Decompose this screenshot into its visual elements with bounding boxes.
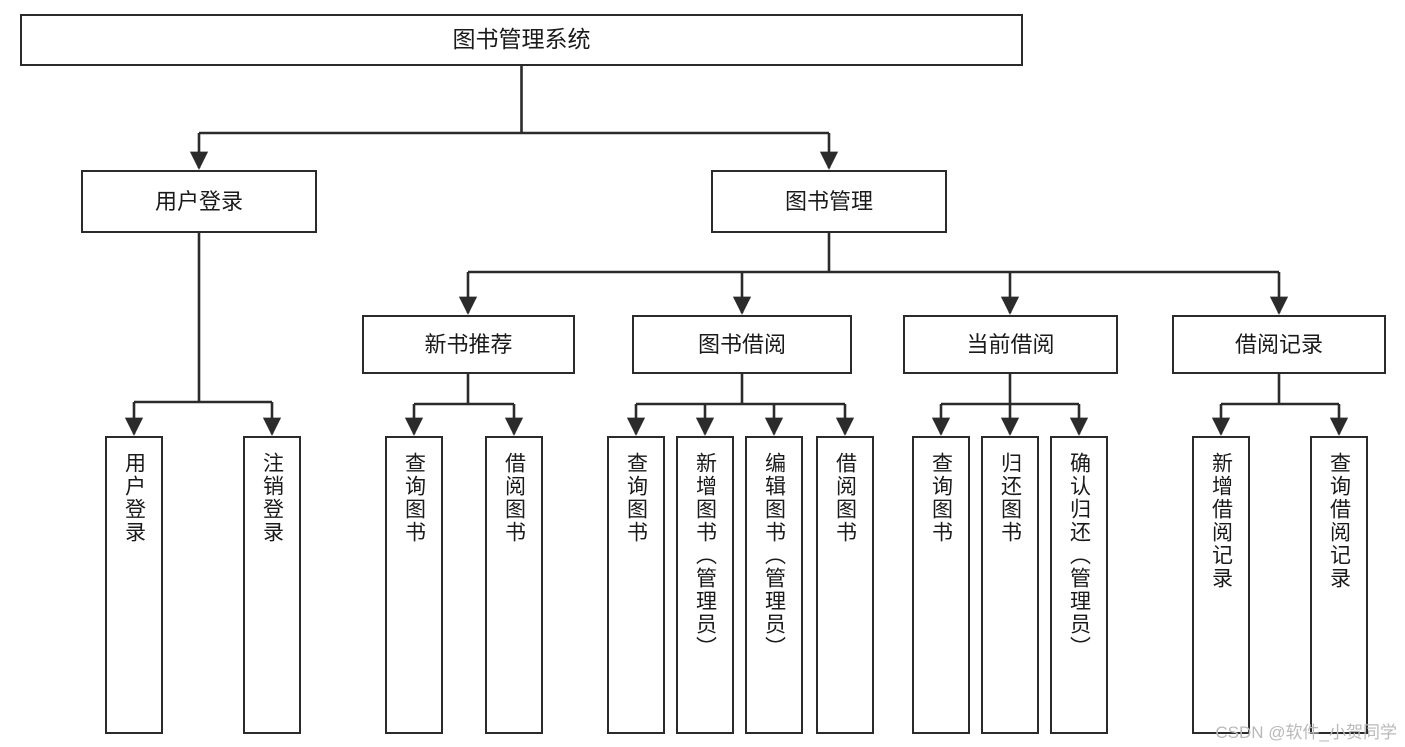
node-label: 归还图书 bbox=[998, 452, 1022, 544]
node-label: 查询图书 bbox=[624, 452, 648, 544]
leaf-borrow-edit-book-admin[interactable]: 编辑图书（管理员） bbox=[745, 436, 803, 734]
node-book-borrow[interactable]: 图书借阅 bbox=[632, 315, 852, 374]
leaf-recommend-borrow-book[interactable]: 借阅图书 bbox=[485, 436, 543, 734]
node-label: 查询借阅记录 bbox=[1327, 452, 1351, 590]
node-label: 注销登录 bbox=[260, 452, 284, 544]
leaf-current-confirm-return-admin[interactable]: 确认归还（管理员） bbox=[1050, 436, 1108, 734]
node-label: 用户登录 bbox=[122, 452, 146, 544]
leaf-user-login-logout[interactable]: 注销登录 bbox=[243, 436, 301, 734]
node-borrow-record[interactable]: 借阅记录 bbox=[1172, 315, 1386, 374]
node-book-management[interactable]: 图书管理 bbox=[711, 170, 947, 233]
leaf-record-query-record[interactable]: 查询借阅记录 bbox=[1310, 436, 1368, 734]
node-new-book-recommend[interactable]: 新书推荐 bbox=[362, 315, 575, 374]
node-label: 借阅图书 bbox=[502, 452, 526, 544]
leaf-borrow-borrow-book[interactable]: 借阅图书 bbox=[816, 436, 874, 734]
csdn-watermark: CSDN @软件_小贺同学 bbox=[1215, 723, 1397, 742]
node-label: 借阅记录 bbox=[1234, 331, 1323, 357]
node-label: 确认归还（管理员） bbox=[1067, 452, 1091, 659]
node-label: 查询图书 bbox=[402, 452, 426, 544]
leaf-current-return-book[interactable]: 归还图书 bbox=[981, 436, 1039, 734]
node-label: 新增图书（管理员） bbox=[693, 452, 717, 659]
node-label: 借阅图书 bbox=[833, 452, 857, 544]
leaf-user-login-login[interactable]: 用户登录 bbox=[105, 436, 163, 734]
node-user-login[interactable]: 用户登录 bbox=[81, 170, 317, 233]
node-current-borrow[interactable]: 当前借阅 bbox=[903, 315, 1118, 374]
node-label: 图书管理系统 bbox=[452, 26, 591, 53]
leaf-recommend-query-book[interactable]: 查询图书 bbox=[385, 436, 443, 734]
node-label: 查询图书 bbox=[929, 452, 953, 544]
node-label: 新书推荐 bbox=[424, 331, 513, 357]
node-label: 图书管理 bbox=[784, 188, 873, 214]
node-label: 当前借阅 bbox=[966, 331, 1055, 357]
node-label: 图书借阅 bbox=[697, 331, 786, 357]
leaf-borrow-add-book-admin[interactable]: 新增图书（管理员） bbox=[676, 436, 734, 734]
leaf-borrow-query-book[interactable]: 查询图书 bbox=[607, 436, 665, 734]
node-label: 用户登录 bbox=[154, 188, 243, 214]
node-label: 新增借阅记录 bbox=[1209, 452, 1233, 590]
node-label: 编辑图书（管理员） bbox=[762, 452, 786, 659]
leaf-current-query-book[interactable]: 查询图书 bbox=[912, 436, 970, 734]
leaf-record-add-record[interactable]: 新增借阅记录 bbox=[1192, 436, 1250, 734]
node-root-system[interactable]: 图书管理系统 bbox=[20, 14, 1023, 66]
